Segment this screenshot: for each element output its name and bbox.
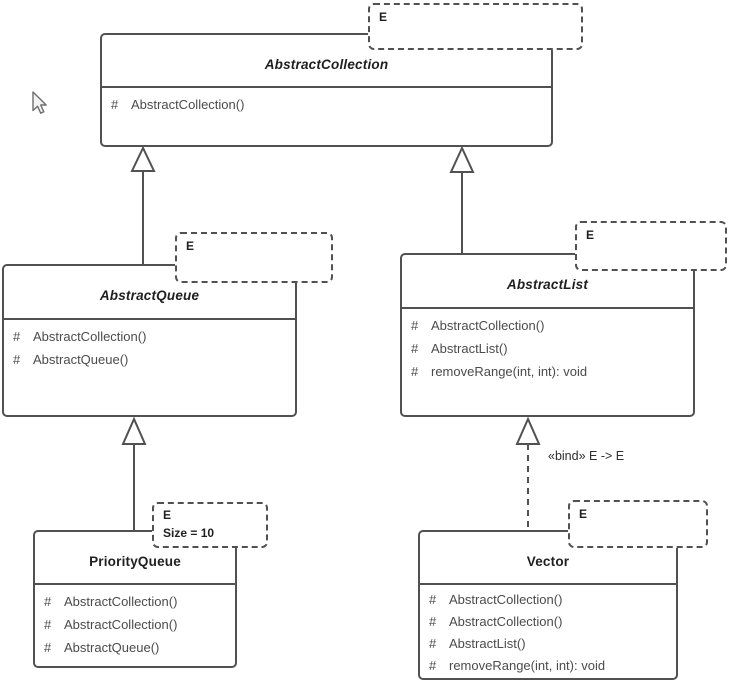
template-parameter-box[interactable]: E	[175, 232, 333, 283]
operation: # removeRange(int, int): void	[429, 658, 606, 673]
operations-compartment: # AbstractCollection() # AbstractQueue()	[4, 320, 295, 371]
class-title: PriorityQueue	[35, 532, 235, 585]
operation: # AbstractCollection()	[111, 97, 245, 112]
operation: # AbstractCollection()	[429, 592, 563, 607]
bind-edge-label: «bind» E -> E	[548, 449, 625, 463]
template-parameter: Size = 10	[163, 526, 215, 540]
class-title: AbstractCollection	[102, 35, 551, 88]
class-vector[interactable]: Vector # AbstractCollection() # Abstract…	[418, 530, 678, 680]
operations-compartment: # AbstractCollection() # AbstractCollect…	[420, 585, 676, 677]
class-abstractlist[interactable]: AbstractList # AbstractCollection() # Ab…	[400, 253, 695, 417]
mouse-cursor-icon	[32, 91, 47, 114]
operation: # AbstractCollection()	[44, 594, 178, 609]
class-title: Vector	[420, 532, 676, 585]
operation: # AbstractCollection()	[44, 617, 178, 632]
operation: # AbstractList()	[411, 341, 508, 356]
class-priorityqueue[interactable]: PriorityQueue # AbstractCollection() # A…	[33, 530, 237, 668]
template-parameter-box[interactable]: E Size = 10	[152, 502, 268, 548]
operation: # AbstractCollection()	[411, 318, 545, 333]
template-parameter: E	[586, 228, 595, 242]
template-parameter-box[interactable]: E	[575, 221, 727, 271]
operation: # AbstractQueue()	[13, 352, 129, 367]
class-abstractqueue[interactable]: AbstractQueue # AbstractCollection() # A…	[2, 264, 297, 417]
generalization-priorityqueue-to-abstractqueue[interactable]	[121, 416, 147, 530]
generalization-abstractlist-to-abstractcollection[interactable]	[449, 145, 475, 253]
template-parameter: E	[163, 508, 172, 522]
template-parameter: E	[579, 507, 588, 521]
class-abstractcollection[interactable]: AbstractCollection # AbstractCollection(…	[100, 33, 553, 147]
operation: # AbstractCollection()	[429, 614, 563, 629]
operation: # AbstractQueue()	[44, 640, 160, 655]
template-parameter-box[interactable]: E	[568, 500, 708, 548]
bind-dependency-vector-to-abstractlist[interactable]	[515, 416, 541, 530]
operation: # AbstractCollection()	[13, 329, 147, 344]
class-title: AbstractQueue	[4, 266, 295, 320]
operation: # removeRange(int, int): void	[411, 364, 588, 379]
template-parameter-box[interactable]: E	[368, 3, 583, 50]
operation: # AbstractList()	[429, 636, 526, 651]
template-parameter: E	[186, 239, 195, 253]
template-parameter: E	[379, 10, 388, 24]
operations-compartment: # AbstractCollection() # AbstractCollect…	[35, 585, 235, 659]
class-title: AbstractList	[402, 255, 693, 309]
generalization-abstractqueue-to-abstractcollection[interactable]	[130, 145, 156, 264]
operations-compartment: # AbstractCollection()	[102, 88, 551, 116]
operations-compartment: # AbstractCollection() # AbstractList() …	[402, 309, 693, 383]
